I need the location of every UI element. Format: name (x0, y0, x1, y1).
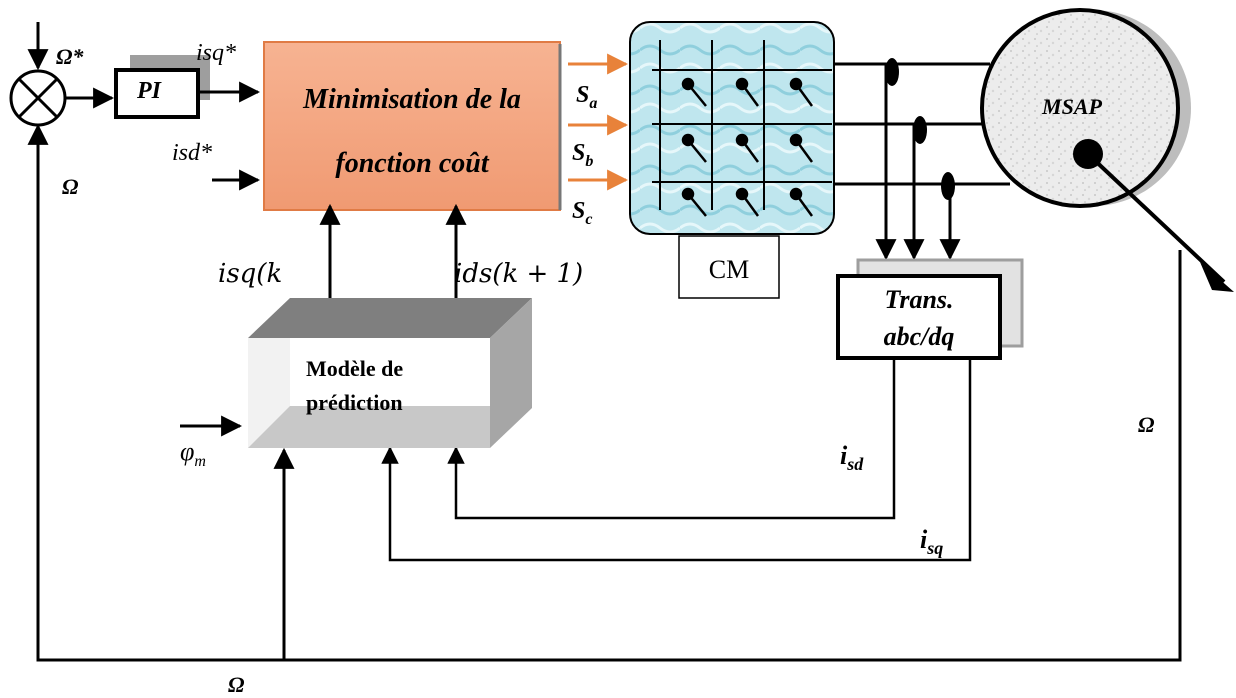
isq-ref-label: isq* (196, 40, 236, 66)
speed-feedback-line (27, 123, 1182, 662)
current-sensors (885, 58, 955, 200)
isd-feedback-label: isd (840, 441, 864, 474)
transform-line-1: Trans. (884, 285, 953, 314)
cm-label-box: CM (678, 235, 780, 299)
isd-feedback-line (447, 358, 896, 520)
model-line-2: prédiction (306, 390, 403, 415)
transform-block: Trans. abc/dq (836, 258, 1024, 360)
cost-line-1: Minimisation de la (302, 84, 521, 115)
isq-feedback-line (381, 358, 972, 562)
phase-lines (834, 62, 1010, 186)
ids-k1-label: ids(k + 1) (454, 259, 583, 289)
cost-line-2: fonction coût (335, 148, 489, 179)
omega-bottom-label: Ω (228, 672, 245, 697)
model-line-1: Modèle de (306, 356, 403, 381)
sa-label: Sa (576, 82, 597, 112)
summing-junction (9, 69, 67, 127)
cm-label: CM (709, 255, 749, 284)
cost-function-block: Minimisation de la fonction coût (263, 41, 562, 211)
omega-ref-label: Ω* (56, 44, 84, 69)
transform-line-2: abc/dq (884, 322, 955, 351)
isq-feedback-label: isq (920, 525, 943, 558)
omega-right-label: Ω (1138, 412, 1155, 437)
motor-msap: MSAP (980, 8, 1234, 292)
omega-left-label: Ω (62, 174, 79, 199)
isq-k-label: isq(k (218, 259, 282, 289)
phi-label: φm (180, 437, 206, 470)
prediction-model-block: Modèle de prédiction (248, 298, 532, 448)
matrix-converter (629, 21, 835, 235)
msap-label: MSAP (1041, 94, 1102, 119)
isd-ref-label: isd* (172, 140, 212, 166)
sb-label: Sb (572, 140, 593, 170)
sc-label: Sc (572, 198, 592, 228)
pi-label: PI (136, 78, 163, 104)
